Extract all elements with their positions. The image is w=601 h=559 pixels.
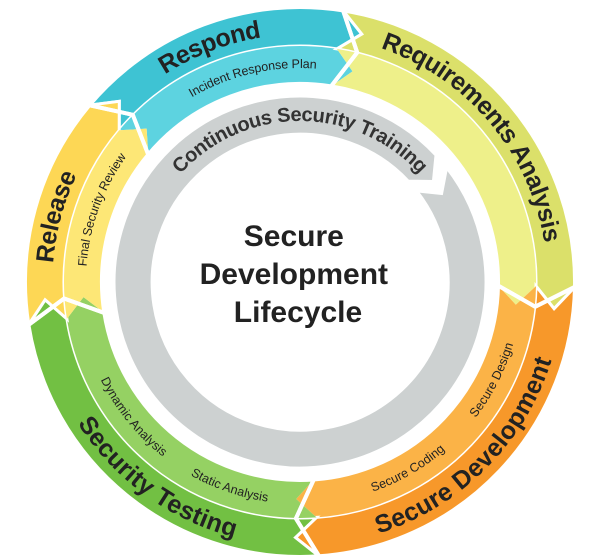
segment-release-inner <box>63 128 149 319</box>
center-circle <box>154 136 446 428</box>
segment-respond-inner <box>119 45 353 155</box>
segment-requirements-inner <box>331 48 537 305</box>
segment-release-border <box>23 102 151 329</box>
segment-security-testing-inner <box>66 297 317 518</box>
center-title: Secure Development Lifecycle <box>200 220 397 329</box>
center-title-line-3: Lifecycle <box>234 296 362 329</box>
continuous-training-ring <box>112 94 488 470</box>
center-title-line-1: Secure <box>244 220 344 253</box>
center-title-line-2: Development <box>200 258 388 291</box>
segment-secure-development-inner <box>296 285 536 518</box>
